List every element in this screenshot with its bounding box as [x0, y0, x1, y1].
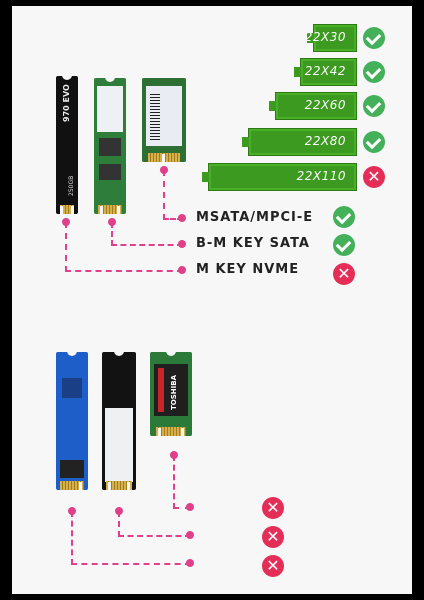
- gold-contacts: [60, 205, 74, 214]
- size-bar-22x110: 22X110: [202, 163, 357, 191]
- memory-chip: [99, 138, 121, 156]
- red-stripe: [158, 368, 164, 412]
- nvme-ssd-black-bottom: [102, 350, 136, 490]
- key-notch: [158, 428, 161, 436]
- key-notch: [71, 206, 74, 214]
- nvme-ssd-blue-bottom: [56, 350, 88, 490]
- memory-chip: [99, 164, 121, 180]
- key-notch: [127, 482, 130, 490]
- gold-contacts: [106, 481, 132, 490]
- ssd-label-sticker: [154, 364, 188, 416]
- size-bar-22x80: 22X80: [242, 128, 357, 156]
- check-icon: [333, 234, 355, 256]
- key-notch: [60, 206, 63, 214]
- key-notch: [108, 482, 111, 490]
- sata-ssd-red-bottom: TOSHIBA: [150, 350, 192, 436]
- interface-label-nvme: M KEY NVME: [196, 262, 300, 277]
- connector-dot: [186, 503, 194, 511]
- connector-dot: [186, 559, 194, 567]
- screw-notch: [166, 350, 176, 356]
- key-notch: [79, 482, 82, 490]
- size-bar-22x42: 22X42: [294, 58, 357, 86]
- cross-icon: ✕: [262, 526, 284, 548]
- gold-contacts: [156, 427, 186, 436]
- screw-notch: [62, 74, 72, 80]
- memory-chip: [60, 460, 84, 478]
- size-label: 22X110: [296, 169, 346, 183]
- interface-label-msata: MSATA/MPCI-E: [196, 210, 314, 225]
- gold-contacts: [60, 481, 84, 490]
- connector-line: [118, 511, 191, 537]
- check-icon: [333, 206, 355, 228]
- size-label: 22X80: [304, 134, 346, 148]
- connector-line: [65, 222, 183, 272]
- check-icon: [363, 131, 385, 153]
- key-notch: [162, 154, 165, 162]
- nvme-capacity-label: 250GB: [68, 175, 75, 196]
- screw-notch: [67, 350, 77, 356]
- size-label: 22X60: [304, 98, 346, 112]
- connector-dot: [178, 266, 186, 274]
- size-bar-22x30: 22X30: [305, 24, 357, 52]
- gold-contacts: [98, 205, 122, 214]
- key-notch: [117, 206, 120, 214]
- check-icon: [363, 27, 385, 49]
- msata-ssd-top: [142, 78, 186, 162]
- connector-line: [111, 222, 183, 246]
- size-label: 22X30: [304, 30, 346, 44]
- cross-icon: ✕: [262, 555, 284, 577]
- cross-icon: ✕: [363, 166, 385, 188]
- cross-icon: ✕: [333, 263, 355, 285]
- connector-dot: [178, 240, 186, 248]
- ssd-label-sticker: [97, 86, 123, 132]
- cross-icon: ✕: [262, 497, 284, 519]
- check-icon: [363, 95, 385, 117]
- screw-notch: [105, 76, 115, 82]
- nvme-ssd-top: 970 EVO 250GB: [56, 74, 78, 214]
- ssd-label-sticker: [105, 408, 133, 482]
- nvme-brand-label: 970 EVO: [62, 84, 71, 122]
- key-notch: [181, 428, 184, 436]
- connector-line: [71, 511, 191, 565]
- connector-dot: [178, 214, 186, 222]
- check-icon: [363, 61, 385, 83]
- key-notch: [100, 206, 103, 214]
- controller-chip: [62, 378, 82, 398]
- connector-line: [173, 455, 191, 509]
- connector-line: [163, 170, 183, 220]
- toshiba-brand-label: TOSHIBA: [170, 375, 178, 410]
- barcode: [150, 92, 160, 140]
- size-label: 22X42: [304, 64, 346, 78]
- sata-ssd-top: [94, 76, 126, 214]
- size-bar-22x60: 22X60: [269, 92, 357, 120]
- screw-notch: [114, 350, 124, 356]
- connector-dot: [186, 531, 194, 539]
- interface-label-sata: B-M KEY SATA: [196, 236, 310, 251]
